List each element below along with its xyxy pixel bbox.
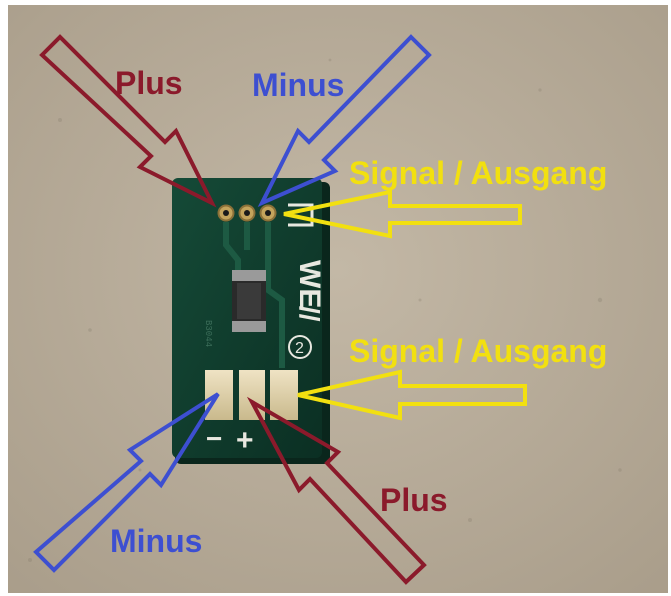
arrow-minus-top (257, 34, 432, 208)
arrow-minus-bottom (33, 392, 220, 573)
arrow-signal-bottom (297, 369, 527, 421)
svg-text:B3044: B3044 (203, 320, 213, 347)
pcb-board: B3044 WE // 2 − + (172, 178, 330, 464)
label-plus-top: Plus (115, 65, 183, 101)
solder-holes (217, 204, 277, 222)
arrow-signal-top (283, 189, 522, 239)
silk-plus: + (236, 424, 254, 457)
label-plus-bottom: Plus (380, 482, 448, 518)
logo-text: WE (293, 260, 326, 308)
arrow-plus-bottom (246, 396, 427, 585)
smd-component (232, 270, 266, 332)
label-signal-bottom: Signal / Ausgang (349, 333, 607, 369)
logo-suffix: // (294, 306, 325, 322)
label-signal-top: Signal / Ausgang (349, 155, 607, 191)
silk-minus: − (206, 423, 222, 454)
circled-number: 2 (295, 340, 304, 357)
arrow-plus-top (39, 34, 217, 208)
cardboard-background (8, 5, 668, 593)
label-minus-bottom: Minus (110, 523, 202, 559)
label-minus-top: Minus (252, 67, 344, 103)
